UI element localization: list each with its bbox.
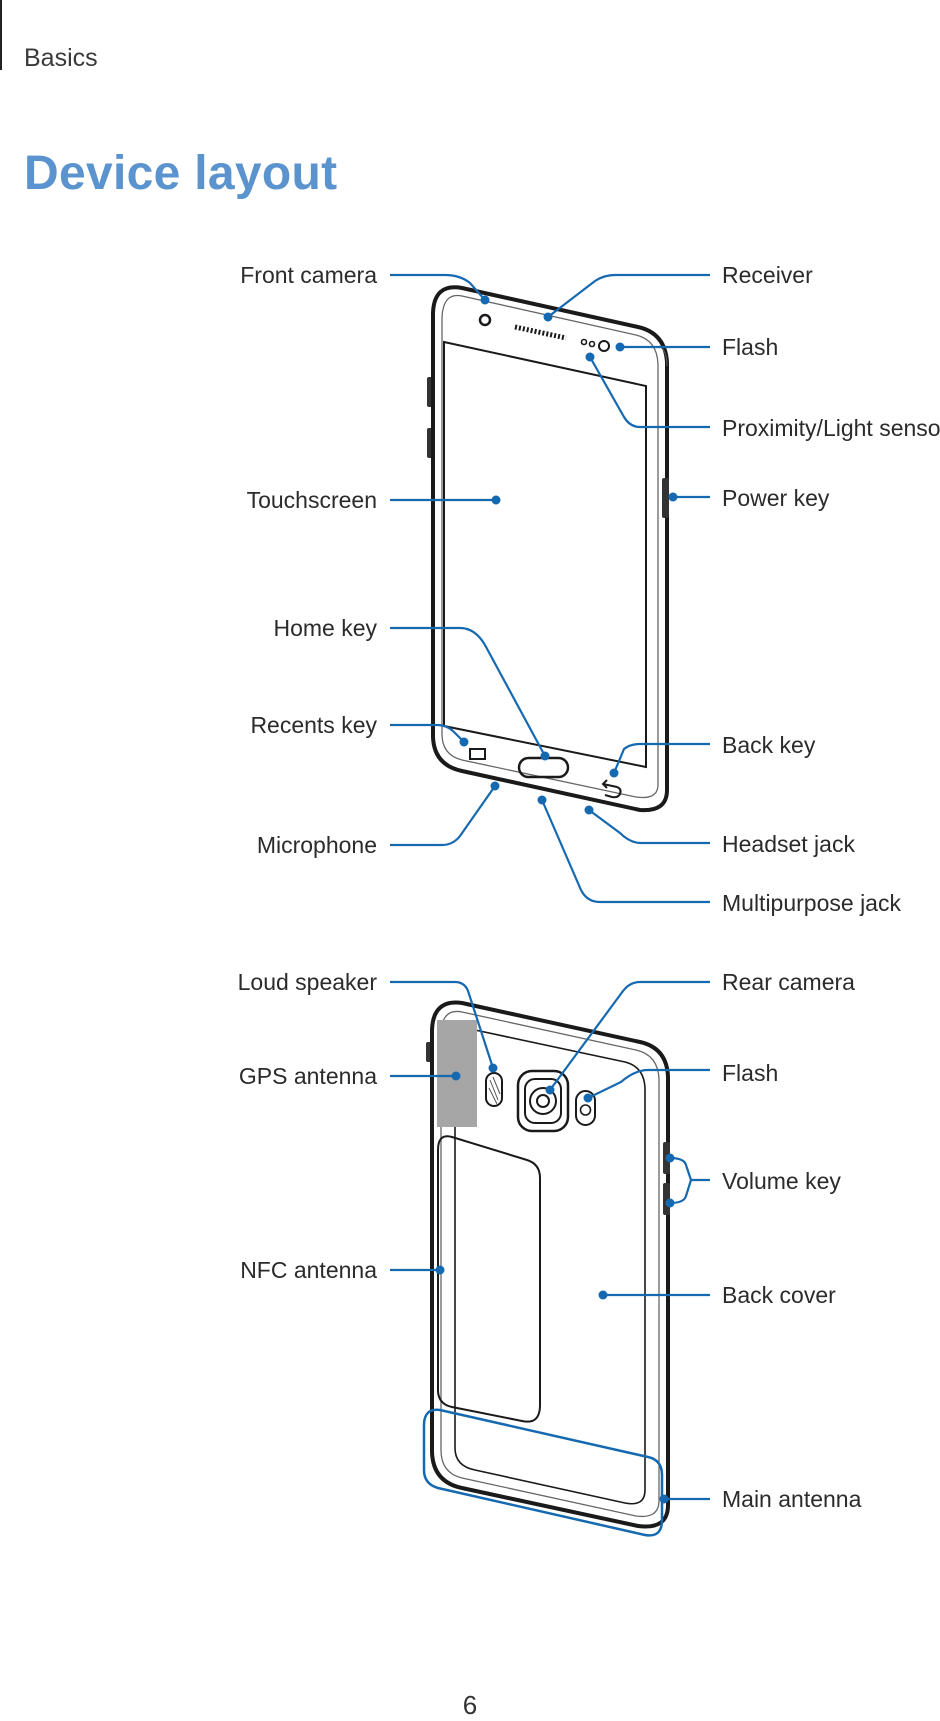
front-phone-illustration [427,285,669,813]
label-front-camera: Front camera [240,262,377,288]
label-power-key: Power key [722,485,830,511]
label-receiver: Receiver [722,262,813,288]
label-home-key: Home key [273,615,377,641]
back-phone-illustration [422,1000,670,1537]
section-name: Basics [24,44,98,72]
label-back-cover: Back cover [722,1282,836,1308]
label-loud-speaker: Loud speaker [238,969,378,995]
label-microphone: Microphone [257,832,377,858]
section-rule [0,0,2,70]
front-leader-lines [390,273,710,904]
label-touchscreen: Touchscreen [247,487,377,513]
page-number: 6 [462,1690,478,1720]
back-leader-lines [390,980,710,1504]
label-headset-jack: Headset jack [722,831,855,857]
label-multipurpose-jack: Multipurpose jack [722,890,901,916]
label-main-antenna: Main antenna [722,1486,862,1512]
label-back-key: Back key [722,732,816,758]
label-nfc-antenna: NFC antenna [240,1257,377,1283]
label-rear-camera: Rear camera [722,969,855,995]
label-back-flash: Flash [722,1060,778,1086]
label-volume-key: Volume key [722,1168,841,1194]
label-proximity-light-sensor: Proximity/Light sensor [722,415,940,441]
label-front-flash: Flash [722,334,778,360]
label-recents-key: Recents key [250,712,377,738]
label-gps-antenna: GPS antenna [239,1063,377,1089]
page-title: Device layout [24,147,338,200]
